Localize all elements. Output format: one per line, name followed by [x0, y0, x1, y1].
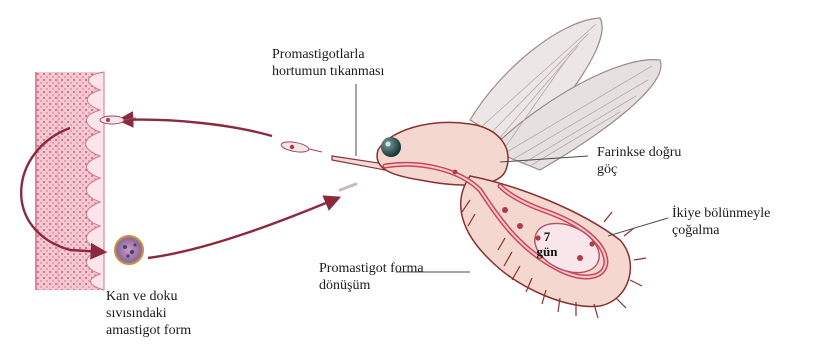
label-amastigote: Kan ve doku sıvısındaki amastigot form	[106, 288, 191, 339]
label-blockage: Promastigotlarla hortumun tıkanması	[272, 46, 384, 80]
label-fission-line-1: İkiye bölünmeyle	[672, 205, 770, 222]
arrow-to-tissue	[120, 120, 272, 136]
amastigote-cell-icon	[115, 236, 143, 264]
label-pharynx-line-2: göç	[597, 161, 681, 178]
label-amastigote-line-2: sıvısındaki	[106, 305, 191, 322]
label-pharynx-line-1: Farinkse doğru	[597, 144, 681, 161]
arrow-to-proboscis	[148, 198, 338, 258]
days-number: 7	[532, 229, 562, 244]
tissue-strip-icon	[36, 72, 104, 290]
label-fission-line-2: çoğalma	[672, 222, 770, 239]
label-promastigote-transform: Promastigot forma dönüşüm	[319, 260, 424, 294]
label-binary-fission: İkiye bölünmeyle çoğalma	[672, 205, 770, 239]
label-transform-line-1: Promastigot forma	[319, 260, 424, 277]
label-pharynx-migration: Farinkse doğru göç	[597, 144, 681, 178]
label-amastigote-line-1: Kan ve doku	[106, 288, 191, 305]
label-amastigote-line-3: amastigot form	[106, 322, 191, 339]
label-transform-line-2: dönüşüm	[319, 277, 424, 294]
incubation-days: 7 gün	[532, 229, 562, 259]
label-blockage-line-2: hortumun tıkanması	[272, 63, 384, 80]
days-unit: gün	[532, 244, 562, 259]
leader-fission	[608, 218, 668, 236]
label-blockage-line-1: Promastigotlarla	[272, 46, 384, 63]
